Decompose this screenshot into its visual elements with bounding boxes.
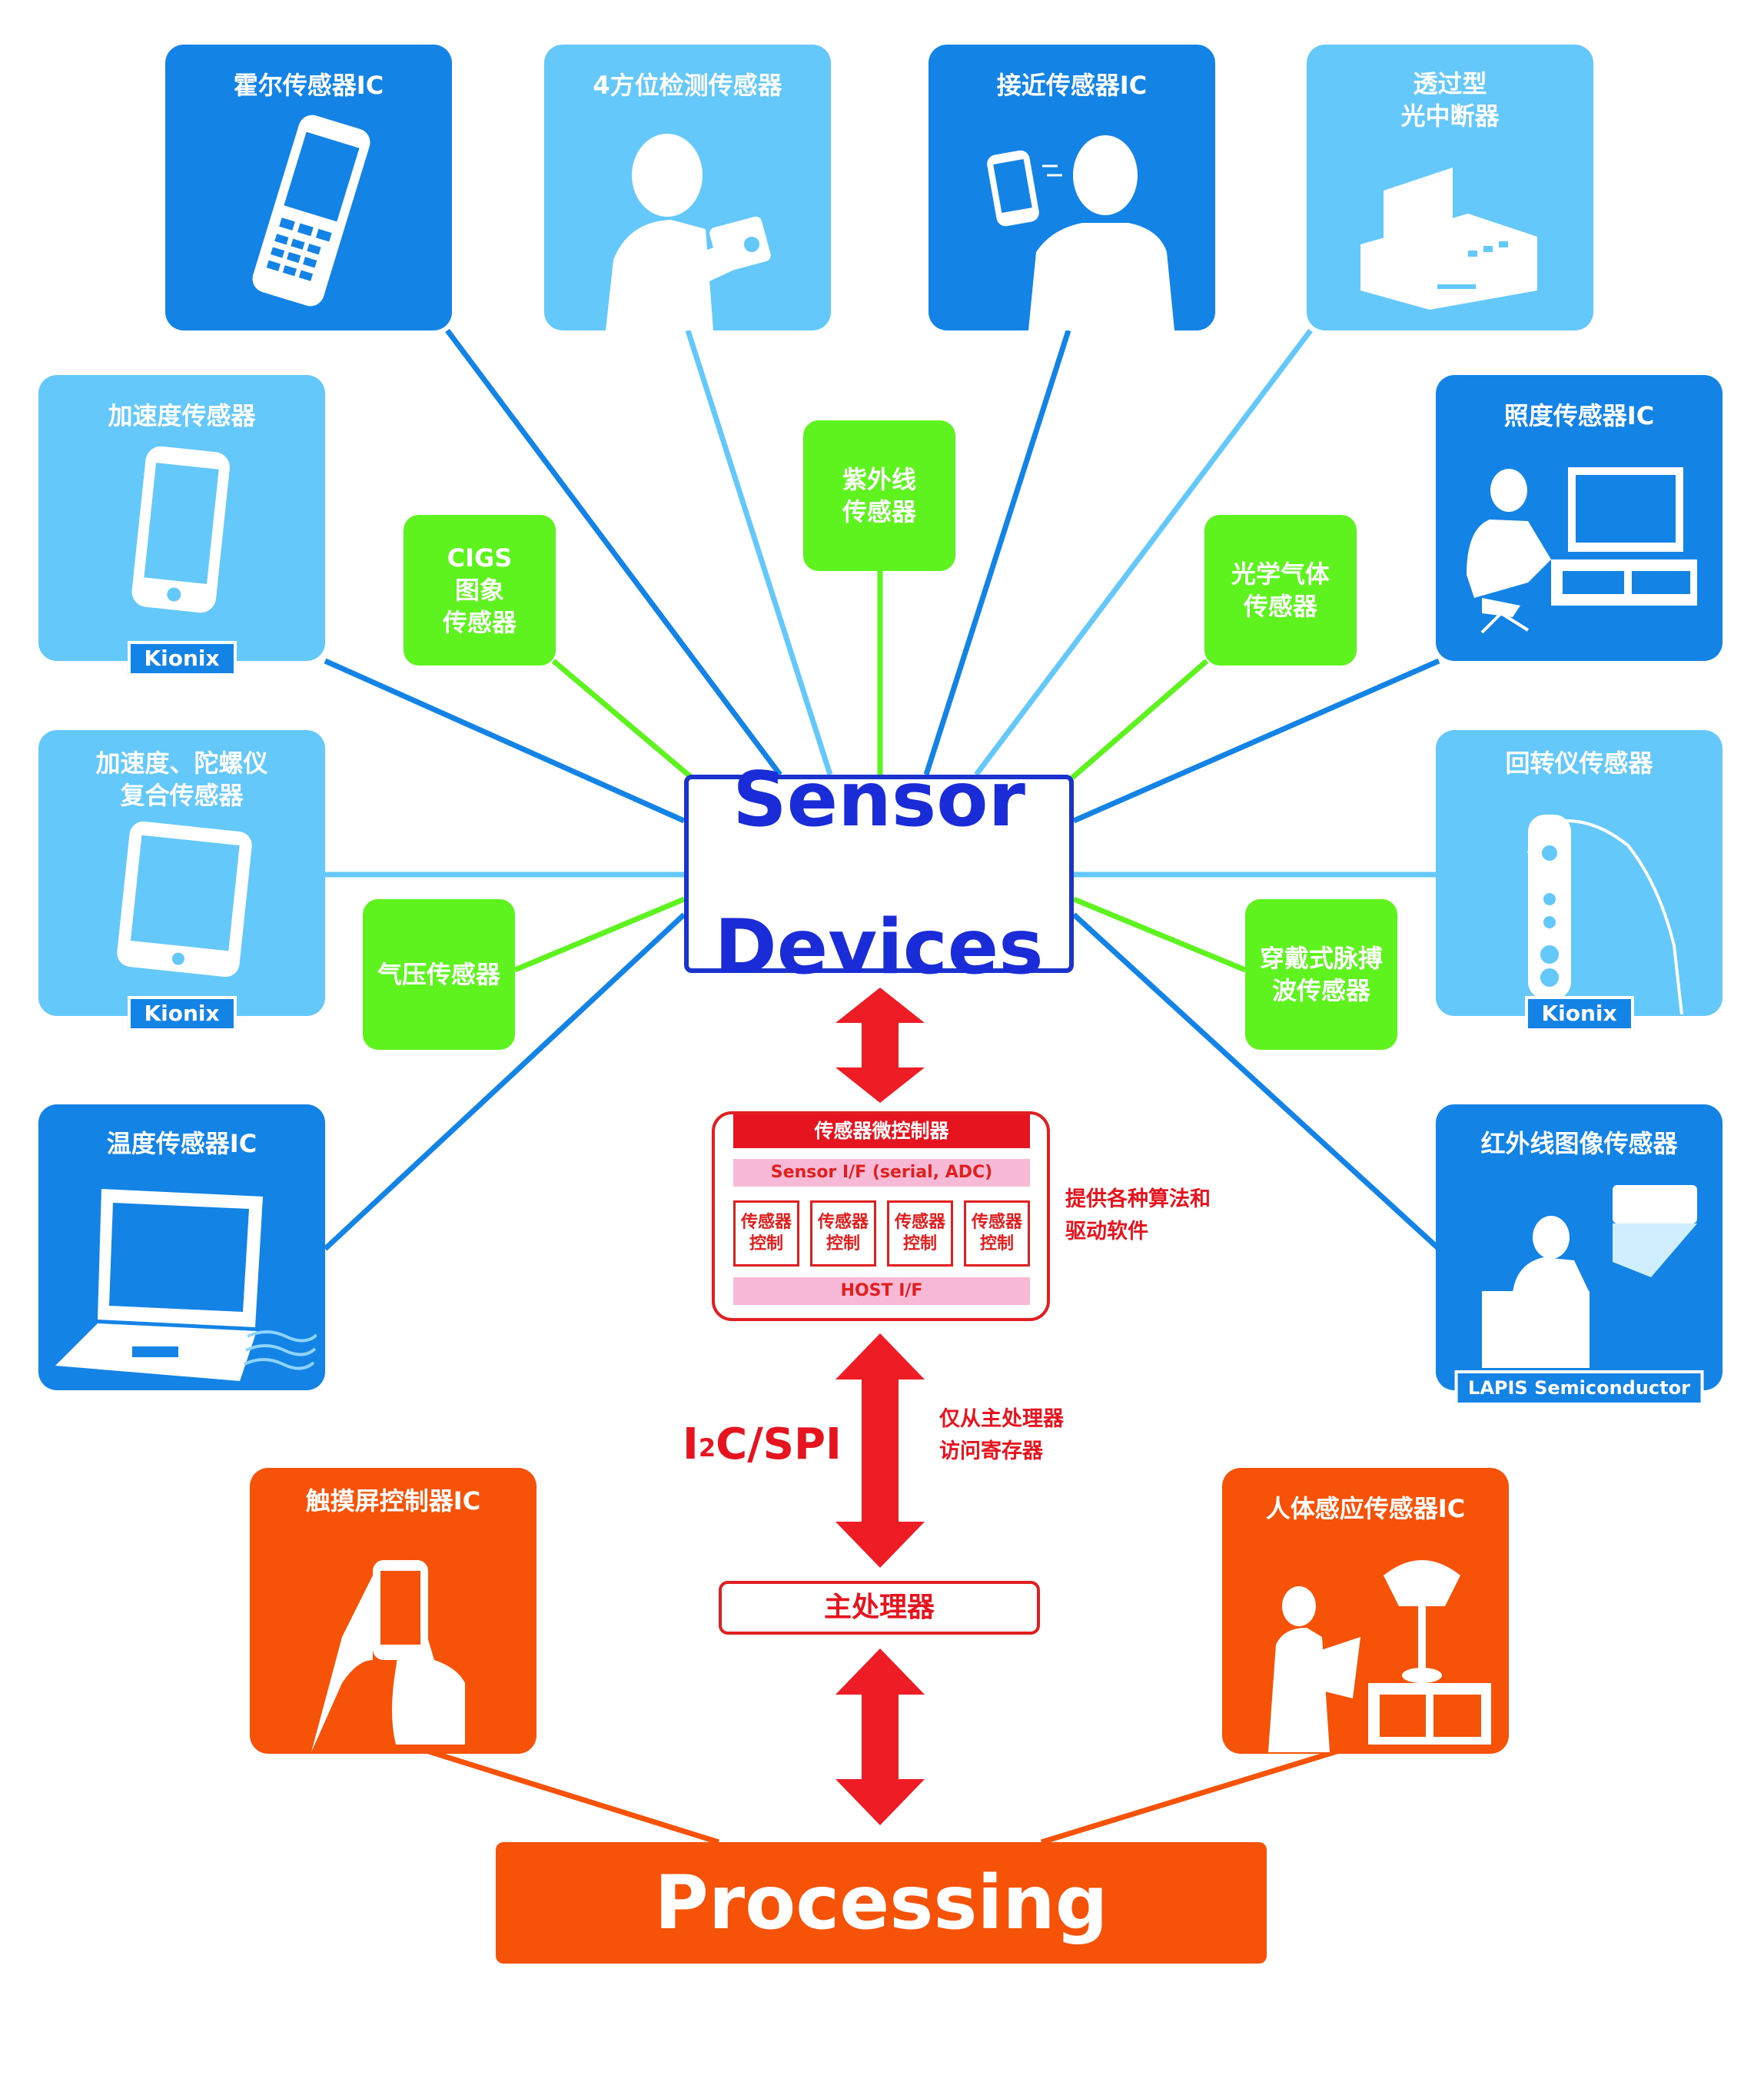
tile-touchscreen-controller: 触摸屏控制器IC (250, 1468, 537, 1754)
tile-accelerometer: 加速度传感器 Kionix (38, 375, 325, 676)
tile-title: 加速度传感器 (108, 401, 256, 430)
algorithms-note: 提供各种算法和 驱动软件 (1065, 1187, 1211, 1243)
tile-accel-gyro-combo: 加速度、陀螺仪 复合传感器 Kionix (38, 730, 325, 1031)
double-arrow-middle (835, 1333, 925, 1568)
tile-human-presence-sensor: 人体感应传感器IC (1222, 1468, 1509, 1754)
hand-touching-phone-icon (311, 1560, 465, 1752)
tile-title: 霍尔传感器IC (233, 71, 384, 100)
line-temp (323, 912, 686, 1251)
tablet-icon (117, 821, 252, 978)
double-arrow-bottom (835, 1648, 925, 1825)
line-hall (445, 328, 782, 777)
tile-temperature-sensor: 温度传感器IC (38, 1104, 325, 1390)
person-with-camera-icon (606, 134, 771, 330)
tile-infrared-image-sensor: 红外线图像传感器 LAPIS Semiconductor (1436, 1104, 1722, 1406)
line-photo (974, 328, 1313, 777)
tile-title: 接近传感器IC (996, 71, 1148, 100)
line-four-dir (685, 329, 833, 776)
tile-title: 4方位检测传感器 (593, 71, 782, 100)
line-gas (1070, 659, 1209, 780)
uv-sensor-box: 紫外线 传感器 (803, 420, 955, 571)
double-arrow-top (835, 988, 925, 1103)
bus-suffix: C/SPI (716, 1419, 842, 1469)
tile-title: 透过型 光中断器 (1400, 69, 1500, 131)
line-pulse (1072, 896, 1247, 973)
line-ir (1071, 912, 1441, 1251)
sensor-if-bar: Sensor I/F (serial, ADC) (733, 1159, 1030, 1187)
person-reading-with-lamp-icon (1268, 1560, 1491, 1752)
processing-devices-box: Processing Devices (496, 1842, 1267, 2067)
line-accel (324, 658, 686, 824)
smartphone-icon (131, 446, 230, 613)
sensor-devices-box: Sensor Devices (684, 762, 1074, 985)
bus-superscript: 2 (698, 1433, 716, 1462)
brand-label: Kionix (127, 641, 237, 676)
tile-proximity-sensor: 接近传感器IC (929, 45, 1215, 330)
cigs-image-sensor-box: CIGS 图象 传感器 (404, 515, 556, 666)
brand-label: Kionix (127, 996, 237, 1031)
tile-title: 红外线图像传感器 (1480, 1129, 1678, 1158)
sensor-control-2: 传感器 控制 (810, 1200, 876, 1267)
wearable-pulse-sensor-box: 穿戴式脉搏 波传感器 (1245, 899, 1397, 1050)
bus-prefix: I (683, 1419, 699, 1469)
tile-title: 照度传感器IC (1503, 401, 1655, 430)
tile-title: 人体感应传感器IC (1265, 1494, 1466, 1523)
tile-hall-sensor: 霍尔传感器IC (165, 45, 452, 330)
line-proximity (923, 329, 1071, 776)
sensor-devices-line1: Sensor (733, 756, 1025, 844)
printer-icon (1360, 168, 1537, 310)
host-if-bar: HOST I/F (733, 1277, 1030, 1305)
phone-icon (252, 115, 370, 307)
connection-lines (323, 328, 1441, 1845)
line-pressure (513, 896, 686, 973)
line-cigs (551, 659, 694, 780)
tile-gyro-sensor: 回转仪传感器 Kionix (1436, 730, 1722, 1031)
tile-title: 触摸屏控制器IC (305, 1486, 481, 1516)
pressure-sensor-box: 气压传感器 (363, 899, 515, 1050)
person-watching-tv-icon (1467, 467, 1697, 634)
sensor-devices-line2: Devices (714, 904, 1044, 991)
tile-title: 加速度、陀螺仪 复合传感器 (95, 749, 268, 810)
sensor-microcontroller-block: 传感器微控制器 Sensor I/F (serial, ADC) 传感器 控制 … (712, 1111, 1050, 1321)
line-human (1040, 1745, 1348, 1845)
tile-photo-interrupter: 透过型 光中断器 (1307, 45, 1593, 330)
brand-label: Kionix (1524, 996, 1634, 1031)
mcu-title: 传感器微控制器 (733, 1114, 1030, 1148)
motion-controller-icon (1526, 815, 1683, 1014)
bus-label: I2C/SPI (683, 1420, 842, 1469)
sensor-control-1: 传感器 控制 (733, 1200, 799, 1267)
laptop-icon (55, 1189, 317, 1381)
person-on-phone-icon (987, 135, 1174, 330)
tile-title: 温度传感器IC (106, 1129, 257, 1158)
tile-four-direction-sensor: 4方位检测传感器 (544, 45, 831, 330)
line-illum (1072, 658, 1440, 824)
line-touch (417, 1745, 720, 1845)
sensor-control-4: 传感器 控制 (964, 1200, 1030, 1267)
sensor-control-3: 传感器 控制 (887, 1200, 953, 1267)
person-with-aircon-icon (1482, 1185, 1697, 1368)
brand-label: LAPIS Semiconductor (1454, 1370, 1704, 1406)
host-processor-box: 主处理器 (719, 1581, 1040, 1635)
register-access-note: 仅从主处理器 访问寄存器 (939, 1407, 1064, 1463)
optical-gas-sensor-box: 光学气体 传感器 (1204, 515, 1357, 666)
tile-illuminance-sensor: 照度传感器IC (1436, 375, 1722, 661)
tile-title: 回转仪传感器 (1505, 749, 1653, 778)
